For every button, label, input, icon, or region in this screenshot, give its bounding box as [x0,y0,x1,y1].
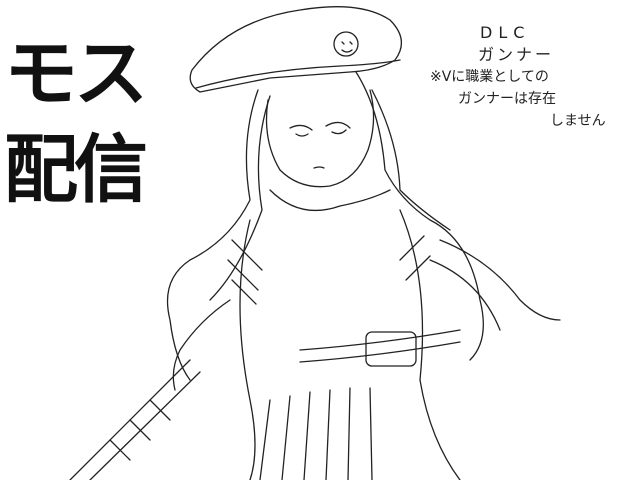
note-line-3: ※Vに職業としての [430,69,549,85]
belt [299,329,461,351]
note-line-1: DLC [480,23,531,42]
hair-right [355,71,484,361]
note-line-4: ガンナーは存在 [458,91,556,107]
right-arm [439,239,561,321]
belt-pouch [365,331,417,367]
collar [269,189,391,212]
torso [239,219,256,480]
left-arm [172,299,231,391]
gun-barrel [69,359,201,480]
title-line-2: 配信 [4,127,148,213]
note-line-2: ガンナー [478,45,555,64]
skirt-stripes [259,387,373,480]
face-outline [265,89,375,188]
stream-title: モス 配信 [4,26,172,218]
eye-left [289,124,313,137]
hair-left [166,89,259,381]
title-line-1: モス [4,31,148,117]
mouth [313,166,325,169]
hat-outline [189,6,402,93]
hat-emblem [333,31,359,57]
hat-band [195,59,401,89]
jacket-hatching [227,235,431,305]
eye-right [325,121,351,135]
handwritten-note: DLC ガンナー ※Vに職業としての ガンナーは存在 しません [428,22,634,132]
note-line-5: しません [550,113,606,129]
